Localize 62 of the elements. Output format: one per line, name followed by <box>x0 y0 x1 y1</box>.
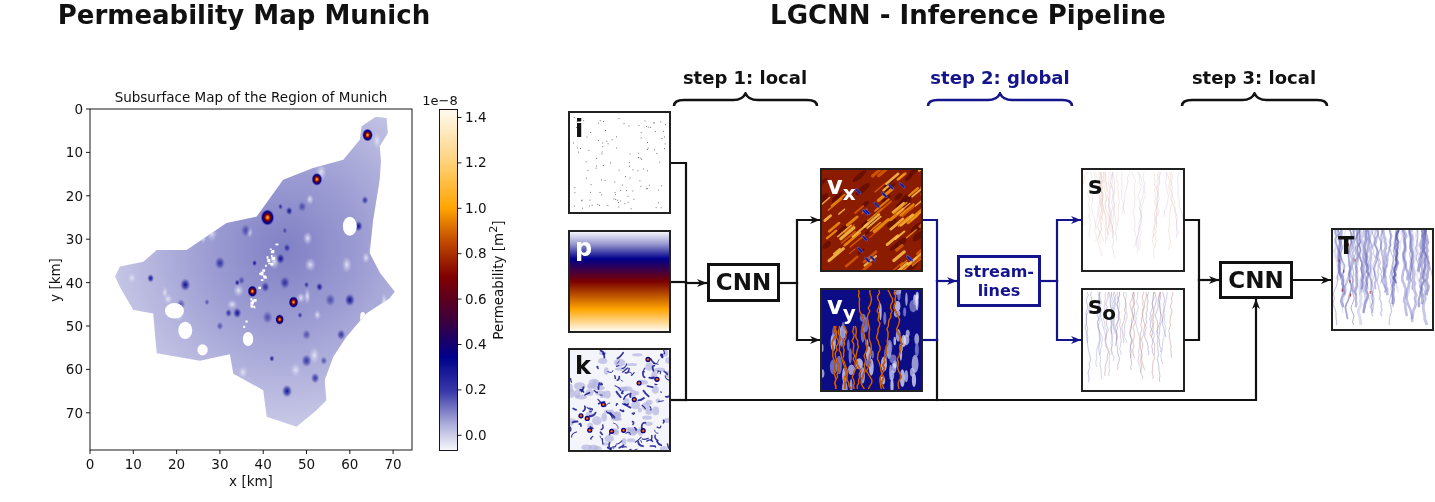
tick-label: 60 <box>341 456 359 472</box>
tick-label: 0.2 <box>465 381 487 397</box>
tick-label: 1.4 <box>465 109 487 125</box>
tick-label: 50 <box>65 318 83 334</box>
axis-label: x [km] <box>229 473 273 489</box>
process-box: stream- lines <box>957 255 1041 307</box>
step-label: step 2: global <box>930 68 1070 88</box>
connector-arrow <box>1197 276 1219 284</box>
connector-arrow <box>795 281 820 344</box>
tick-label: 0.8 <box>465 245 487 261</box>
tick-label: 10 <box>124 456 142 472</box>
panel-title: LGCNN - Inference Pipeline <box>770 0 1166 30</box>
tick-label: 0.6 <box>465 291 487 306</box>
tick-label: 1.0 <box>465 200 487 216</box>
process-box: CNN <box>1219 261 1293 299</box>
tick-label: 50 <box>297 456 316 472</box>
tick-label: 30 <box>211 456 229 472</box>
panel-letter: p <box>575 236 593 260</box>
connector-arrow <box>935 277 957 285</box>
connector-line <box>935 279 939 342</box>
panel-title: Permeability Map Munich <box>57 0 431 30</box>
panel-letter: v$_{x}$ <box>827 174 856 203</box>
connector-arrow <box>1055 216 1081 283</box>
tick-label: 70 <box>65 405 83 421</box>
plot-title: Subsurface Map of the Region of Munich <box>114 89 388 105</box>
tick-label: 0 <box>85 456 95 472</box>
panel-letter: s$_{o}$ <box>1088 294 1117 323</box>
tick-label: 40 <box>254 456 272 472</box>
tick-label: 0.4 <box>465 336 487 352</box>
connector-line <box>684 398 939 402</box>
axis-label: y [km] <box>47 258 63 302</box>
panel-letter: k <box>575 354 591 378</box>
connector-line <box>780 281 799 285</box>
connector-line <box>923 218 939 283</box>
connector-arrow <box>684 279 707 287</box>
process-box: CNN <box>707 263 780 302</box>
connector-line <box>684 281 688 402</box>
connector-line <box>1185 278 1201 342</box>
step-label: step 1: local <box>682 68 808 88</box>
step-label: step 3: local <box>1191 68 1317 88</box>
tick-label: 70 <box>384 456 402 472</box>
connector-line <box>935 338 939 402</box>
tick-label: 1.2 <box>465 154 487 170</box>
connector-arrow <box>1055 279 1081 344</box>
tick-label: 20 <box>65 188 83 204</box>
axis-exponent: 1e−8 <box>422 93 458 109</box>
tick-label: 0 <box>74 101 83 117</box>
tick-label: 40 <box>65 275 83 290</box>
panel-letter: v$_{y}$ <box>827 294 856 323</box>
tick-label: 60 <box>65 361 83 377</box>
tick-label: 0.0 <box>465 427 487 443</box>
connector-arrow <box>1293 276 1331 284</box>
tick-label: 20 <box>168 456 186 472</box>
panel-letter: i <box>575 117 584 141</box>
connector-arrow <box>795 216 820 285</box>
connector-arrow <box>935 299 1260 402</box>
connector-line <box>671 161 688 284</box>
tick-label: 30 <box>65 231 83 247</box>
panel-letter: s <box>1088 174 1103 198</box>
tick-label: 10 <box>65 144 83 160</box>
connector-line <box>1185 218 1201 282</box>
panel-letter: T <box>1338 234 1355 258</box>
